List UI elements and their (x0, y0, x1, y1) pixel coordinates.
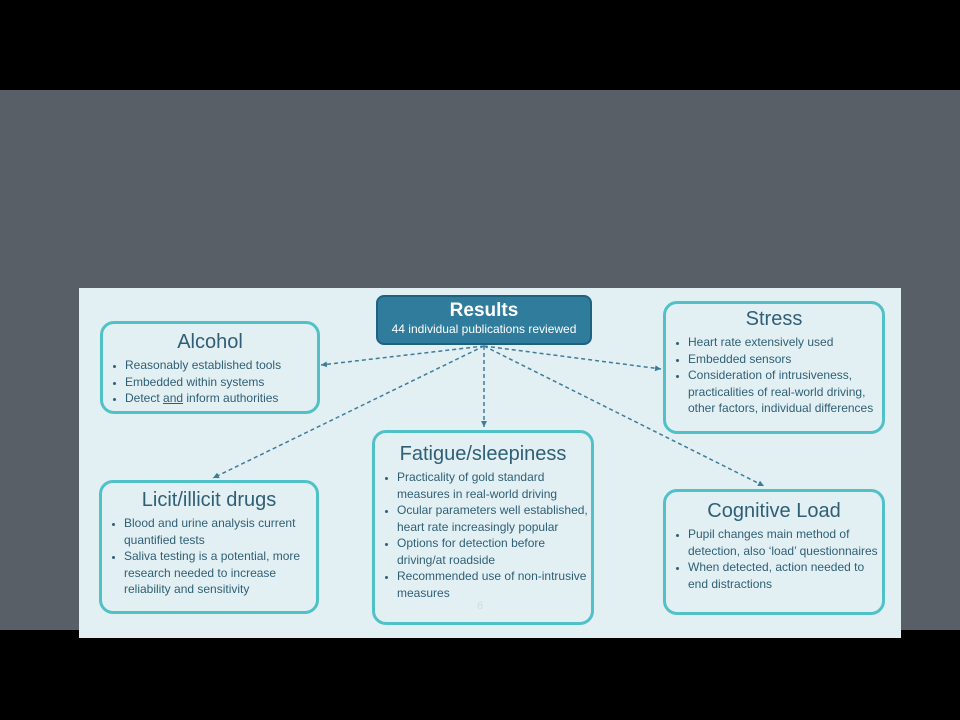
connector-arrows (212, 345, 765, 487)
drugs-title: Licit/illicit drugs (141, 489, 277, 511)
list-item: Ocular parameters well established, hear… (397, 502, 591, 535)
results-subtitle: 44 individual publications reviewed (391, 322, 577, 336)
slide: Results 44 individual publications revie… (0, 90, 960, 638)
fatigue-box: Fatigue/sleepiness Practicality of gold … (372, 430, 594, 625)
alcohol-box: Alcohol Reasonably established tools Emb… (100, 321, 320, 414)
list-item: Embedded sensors (688, 351, 882, 368)
results-diagram: Results 44 individual publications revie… (79, 288, 901, 638)
list-item: Detect and inform authorities (125, 390, 317, 407)
cognitive-list: Pupil changes main method of detection, … (666, 526, 882, 592)
arrow-to-alcohol (320, 345, 485, 368)
list-item: Heart rate extensively used (688, 334, 882, 351)
cognitive-title: Cognitive Load (707, 500, 841, 522)
results-title: Results (449, 300, 519, 321)
page-number: 6 (476, 600, 484, 612)
list-item: When detected, action needed to end dist… (688, 559, 882, 592)
drugs-list: Blood and urine analysis current quantif… (102, 515, 316, 598)
list-item: Embedded within systems (125, 374, 317, 391)
list-item: Saliva testing is a potential, more rese… (124, 548, 316, 598)
list-item: Options for detection before driving/at … (397, 535, 591, 568)
results-box: Results 44 individual publications revie… (376, 295, 592, 345)
alcohol-title: Alcohol (177, 331, 243, 353)
list-item: Recommended use of non-intrusive measure… (397, 568, 591, 601)
list-item: Pupil changes main method of detection, … (688, 526, 882, 559)
alcohol-list: Reasonably established tools Embedded wi… (103, 357, 317, 407)
list-item: Blood and urine analysis current quantif… (124, 515, 316, 548)
fatigue-title: Fatigue/sleepiness (399, 443, 567, 465)
stress-title: Stress (745, 308, 803, 330)
arrow-to-stress (483, 345, 662, 372)
arrow-to-cognitive (483, 345, 765, 487)
drugs-box: Licit/illicit drugs Blood and urine anal… (99, 480, 319, 614)
cognitive-box: Cognitive Load Pupil changes main method… (663, 489, 885, 615)
fatigue-list: Practicality of gold standard measures i… (375, 469, 591, 601)
arrow-to-drugs (212, 345, 485, 479)
stress-box: Stress Heart rate extensively used Embed… (663, 301, 885, 434)
list-item: Practicality of gold standard measures i… (397, 469, 591, 502)
list-item: Reasonably established tools (125, 357, 317, 374)
list-item: Consideration of intrusiveness, practica… (688, 367, 882, 417)
stress-list: Heart rate extensively used Embedded sen… (666, 334, 882, 417)
